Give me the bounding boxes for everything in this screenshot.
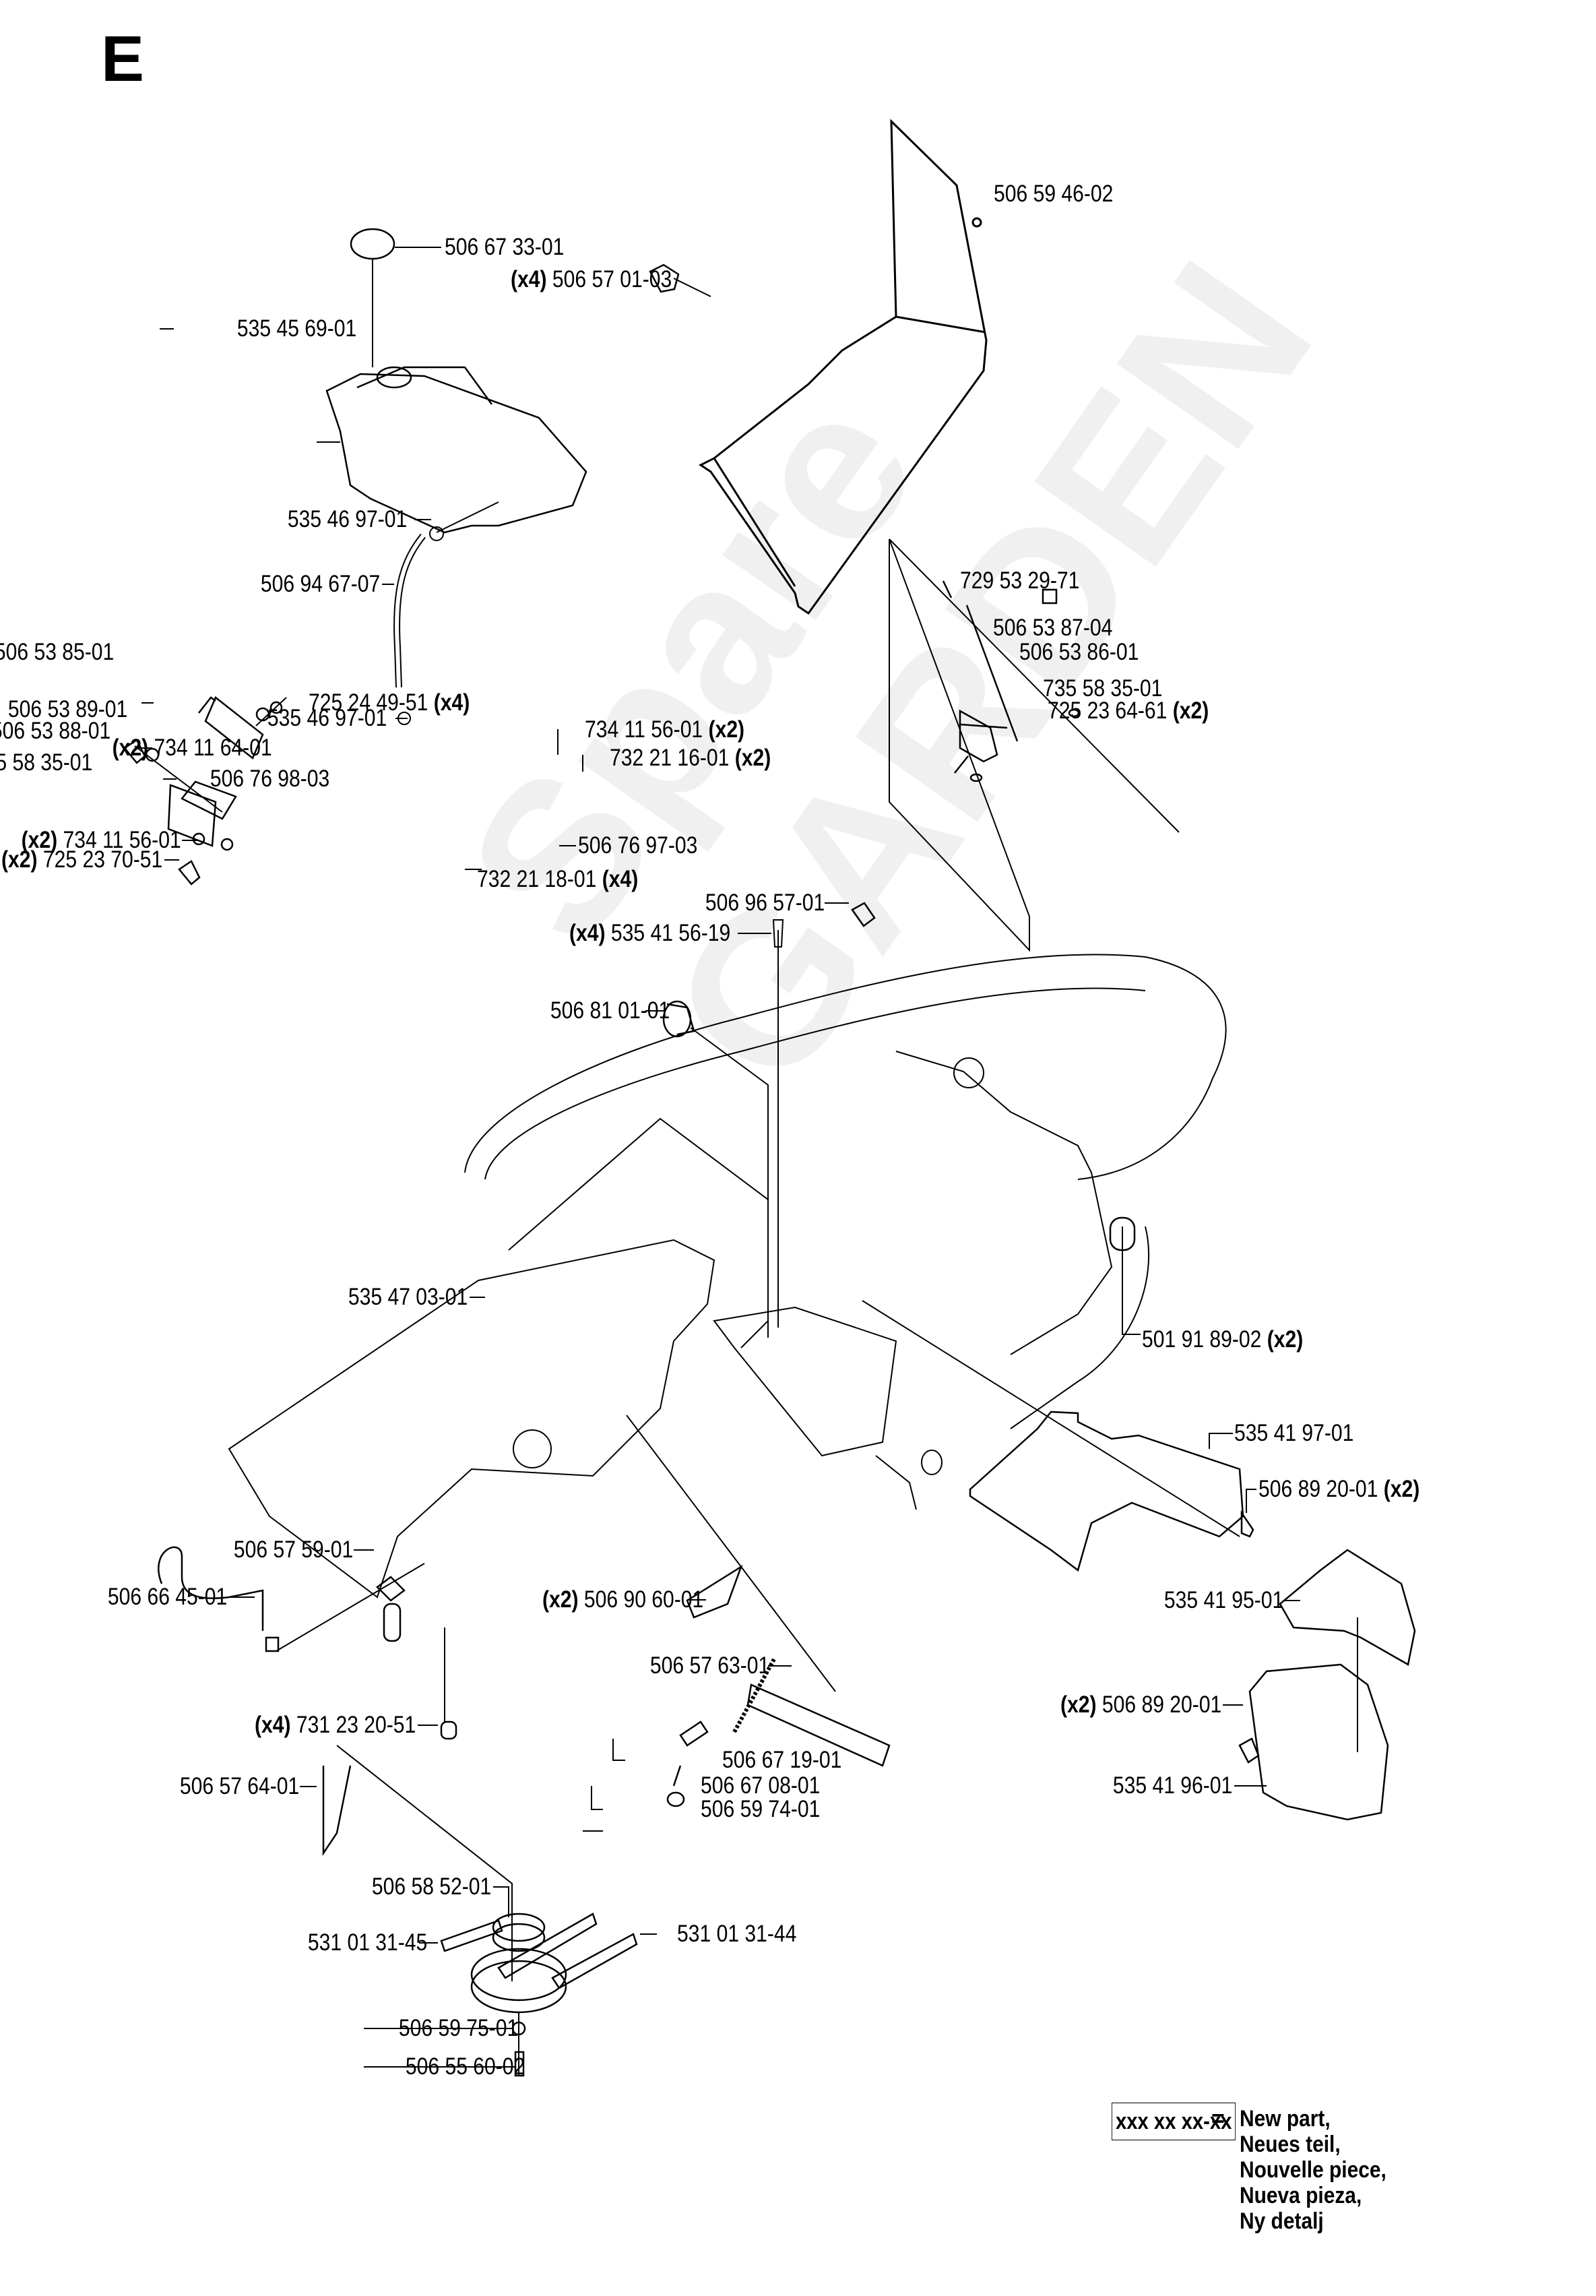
label-bumper-506-81-01: 506 81 01-01 (550, 997, 670, 1024)
label-rod-506-66-45: 506 66 45-01 (107, 1584, 227, 1610)
legend-new-part-text: New part, Neues teil, Nouvelle piece, Nu… (1240, 2106, 1386, 2234)
label-belt-531-01-31-45: 531 01 31-45 (307, 1929, 427, 1956)
linkage-drawing (942, 580, 1080, 782)
label-nut-731-23-20: (x4) 731 23 20-51 (254, 1712, 416, 1738)
label-bolt-506-55-60: 506 55 60-02 (405, 2053, 525, 2080)
label-bushing-506-53-88: 506 53 88-01 (0, 718, 110, 744)
leader-clip-upper (1246, 1489, 1256, 1513)
label-clip-506-89-20-lower: (x2) 506 89 20-01 (1060, 1692, 1221, 1718)
label-spacer-506-53-85: 506 53 85-01 (0, 639, 114, 665)
label-frame: 535 47 03-01 (348, 1284, 468, 1310)
label-washer-735-lower: 735 58 35-01 (0, 749, 92, 776)
label-bracket-506-57-63: 506 57 63-01 (649, 1652, 769, 1679)
label-bracket-right: 506 76 97-03 (578, 832, 698, 859)
label-cover-535-41-96: 535 41 96-01 (1112, 1772, 1232, 1799)
label-fuel-tank: 535 45 69-01 (236, 315, 356, 342)
fuel-hose-inner (395, 534, 425, 688)
legend-line: Neues teil, (1240, 2132, 1341, 2157)
label-seat-pan: 506 59 46-02 (994, 181, 1114, 207)
label-nut-732-21-18: 732 21 18-01 (x4) (477, 866, 639, 892)
leader-link-50667 (591, 1786, 603, 1810)
label-cover-535-41-95: 535 41 95-01 (1163, 1587, 1283, 1613)
label-bracket-bolt: 725 24 49-51 (x4) (309, 689, 470, 716)
label-belt-531-01-31-44: 531 01 31-44 (677, 1921, 797, 1947)
leader-hose-tank (436, 501, 499, 533)
seat-bolt-drawing (649, 263, 680, 293)
label-washer-734-11-56-lower: (x2) 734 11 56-01 (21, 827, 182, 853)
leader-nut-axis (255, 697, 287, 726)
label-screw-535-41-56: (x4) 535 41 56-19 (569, 920, 730, 946)
label-pivot-506-57-59: 506 57 59-01 (233, 1537, 353, 1563)
leader-cover-53541-97 (1209, 1433, 1233, 1449)
label-seat-bolt: (x4) 506 57 01-03 (510, 266, 672, 292)
legend-line: Nueva pieza, (1240, 2183, 1362, 2208)
legend-line: Nouvelle piece, (1240, 2157, 1386, 2183)
label-bumper-501-91-89: 501 91 89-02 (x2) (1142, 1326, 1304, 1353)
leader-pulley-50658 (493, 1886, 509, 1917)
fuel-tank-drawing (325, 228, 587, 534)
label-hose-clamp-bottom: 535 46 97-01 (267, 705, 387, 731)
legend-line: Ny detalj (1240, 2208, 1324, 2234)
screw-535-drawing (772, 919, 784, 948)
label-tank-cap: 506 67 33-01 (445, 234, 565, 260)
label-bolt-506-59-74: 506 59 74-01 (701, 1796, 821, 1822)
legend-equals: = (1211, 2106, 1225, 2132)
section-letter: E (101, 23, 145, 95)
legend-line: New part, (1240, 2106, 1331, 2132)
label-bracket-left: 506 76 98-03 (210, 766, 329, 792)
seat-pan-drawing (699, 119, 988, 615)
label-knob-506-53-87: 506 53 87-04 (993, 615, 1113, 641)
label-nut-732-21-16: 732 21 16-01 (x2) (610, 745, 771, 771)
frame-drawing (228, 954, 1227, 1599)
label-fuel-hose: 506 94 67-07 (260, 571, 380, 597)
hose-clamp-top-drawing (429, 526, 444, 541)
label-link-506-67-08: 506 67 08-01 (701, 1772, 821, 1799)
leader-seat-bolt (673, 278, 711, 297)
label-hose-clamp-top: 535 46 97-01 (287, 506, 407, 532)
leader-spring-axis (626, 1415, 836, 1692)
leader-spring-50667 (612, 1739, 625, 1761)
leader-cover-axis (862, 1300, 1240, 1537)
leader-bolt-axis (134, 745, 223, 813)
label-washer-735-upper: 735 58 35-01 (1043, 675, 1163, 702)
label-washer-734-11-56-upper: 734 11 56-01 (x2) (585, 716, 745, 743)
label-plate-506-53-86: 506 53 86-01 (1019, 639, 1139, 665)
label-spring-506-67-19: 506 67 19-01 (722, 1747, 842, 1773)
label-clip-506-96-57: 506 96 57-01 (705, 890, 825, 916)
label-bolt-725-23-64: 725 23 64-61 (x2) (1048, 697, 1209, 724)
pulley-drawing (440, 1913, 638, 2077)
label-pulley-506-58-52: 506 58 52-01 (371, 1873, 491, 1900)
linkage-frame-outline (889, 538, 1180, 952)
legend-new-part-sample: xxx xx xx-xx (1112, 2103, 1236, 2140)
label-cover-535-41-97: 535 41 97-01 (1234, 1420, 1354, 1446)
label-bolt-725-23-70: (x2) 725 23 70-51 (1, 846, 162, 873)
label-washer-506-59-75: 506 59 75-01 (398, 2015, 518, 2041)
label-screw-729: 729 53 29-71 (960, 567, 1080, 594)
label-spring-506-53-89: 506 53 89-01 (7, 696, 127, 722)
label-washer-734-11-64: (x2) 734 11 64-01 (112, 735, 272, 761)
covers-drawing (969, 1410, 1416, 1821)
leader-bumper-50191 (1122, 1227, 1141, 1335)
label-rod-506-57-64: 506 57 64-01 (179, 1773, 299, 1799)
label-spring-506-90-60: (x2) 506 90 60-01 (542, 1586, 703, 1613)
leader-rod-axis (276, 1563, 425, 1652)
label-clip-506-89-20-upper: 506 89 20-01 (x2) (1258, 1476, 1420, 1502)
lower-linkage-drawing (158, 1546, 891, 1857)
leader-bumper-axis (690, 1027, 769, 1338)
